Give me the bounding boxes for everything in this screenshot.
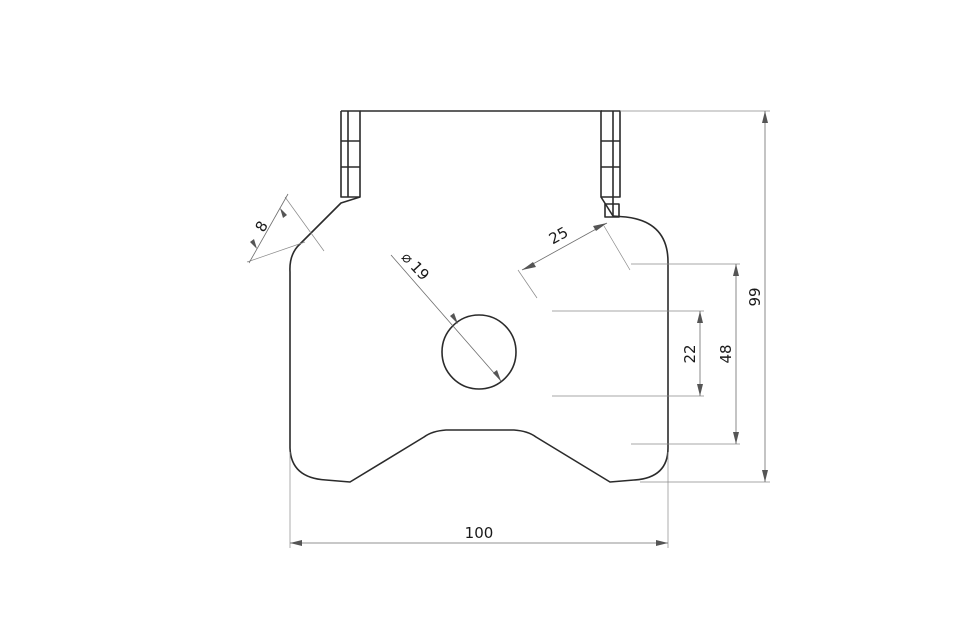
dimension-slot-length-label: 25 xyxy=(546,223,571,248)
dimension-height: 99 xyxy=(620,110,770,483)
slot-upper-left xyxy=(316,250,421,324)
slot-lower-left xyxy=(316,381,421,458)
center-hole xyxy=(441,314,517,390)
dimension-width-label: 100 xyxy=(465,524,494,542)
dimension-slot-width-label: 8 xyxy=(251,218,271,235)
dimension-slot-inner-label: 22 xyxy=(681,344,699,363)
dimension-slot-width: 8 xyxy=(246,193,325,264)
dimension-hole-diameter-label: 19 xyxy=(407,258,433,284)
dimension-slot-outer: 48 xyxy=(631,263,740,445)
part-outline xyxy=(289,110,669,483)
dimension-width: 100 xyxy=(289,452,669,548)
slot-lower-right xyxy=(538,381,645,458)
dimension-slot-outer-label: 48 xyxy=(717,344,735,363)
dimension-slot-inner: 22 xyxy=(552,310,704,397)
dimension-height-label: 99 xyxy=(746,287,764,306)
slot-upper-right xyxy=(538,250,645,324)
